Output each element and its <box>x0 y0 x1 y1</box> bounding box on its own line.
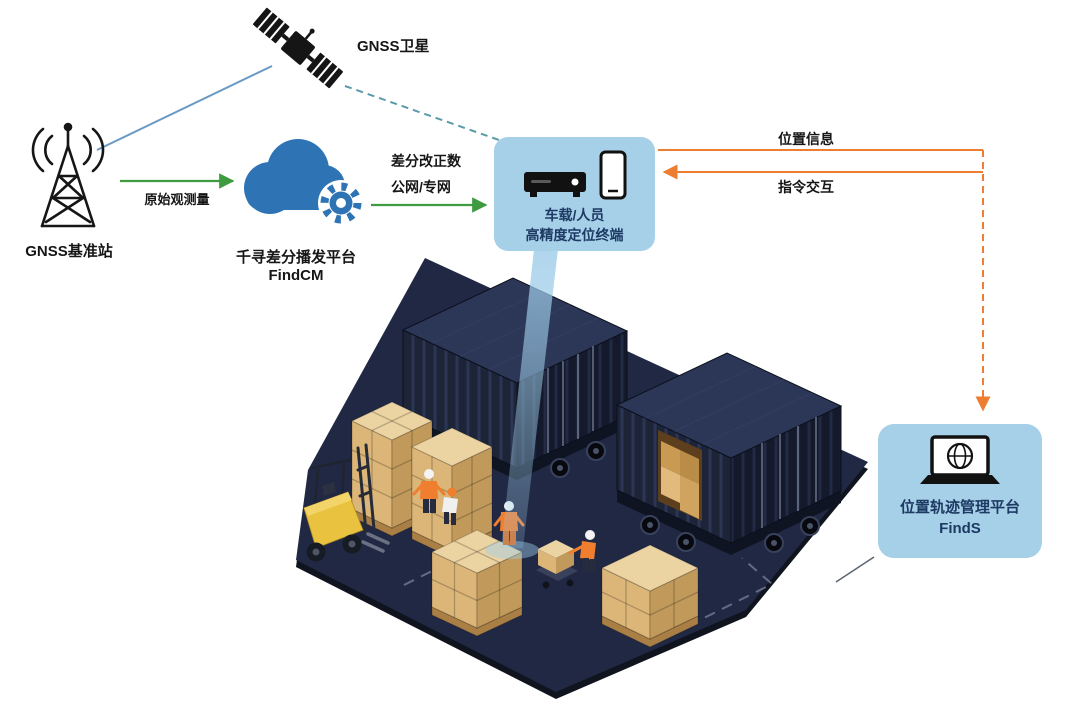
worker-icon-1 <box>412 469 446 513</box>
laptop-globe-icon <box>920 435 1000 484</box>
pallet-jack <box>536 540 578 589</box>
door-lock-rods <box>547 346 594 453</box>
correction-label-line1: 差分改正数 <box>391 153 461 169</box>
pallet-stack-2 <box>410 427 494 559</box>
terminal-label-line2: 高精度定位终端 <box>525 226 624 243</box>
finds-pointer-line <box>835 556 875 583</box>
position-info-flow <box>658 149 991 412</box>
open-door-cargo <box>658 430 702 521</box>
satellite-to-station-link <box>96 65 273 151</box>
pallet-right <box>600 544 700 648</box>
smartphone-icon <box>599 150 626 200</box>
terminal-label-line1: 车载/人员 <box>544 207 605 223</box>
satellite-to-terminal-link <box>344 85 500 141</box>
terminal-panel: 车载/人员 高精度定位终端 <box>494 137 655 251</box>
shipping-container-2 <box>615 352 843 555</box>
management-platform-panel: 位置轨迹管理平台 FindS <box>878 424 1042 558</box>
warehouse-scene <box>296 249 868 699</box>
cloud-platform-product: FindCM <box>268 267 324 284</box>
gear-icon <box>318 180 364 226</box>
positioning-beam <box>501 249 558 548</box>
vehicle-terminal-icon <box>523 172 586 197</box>
platform-name: 位置轨迹管理平台 <box>899 499 1020 516</box>
cloud-icon <box>244 139 364 226</box>
base-station-label: GNSS基准站 <box>25 243 113 260</box>
shipping-container-1 <box>401 277 629 480</box>
trailer-bed <box>617 490 841 555</box>
raw-observation-label: 原始观测量 <box>144 192 210 207</box>
satellite-icon <box>253 7 343 89</box>
pallet-center <box>430 529 524 637</box>
position-info-label: 位置信息 <box>778 131 834 147</box>
beam-floor-glow <box>485 541 539 559</box>
door-lock-rods <box>761 417 817 528</box>
base-station-icon <box>31 122 105 228</box>
satellite-label: GNSS卫星 <box>357 38 430 55</box>
command-label: 指令交互 <box>778 179 834 195</box>
cloud-platform-name: 千寻差分播发平台 <box>235 249 356 266</box>
forklift-icon <box>303 443 390 562</box>
platform-product: FindS <box>939 520 981 537</box>
correction-label-line2: 公网/专网 <box>391 179 451 195</box>
worker-icon-3 <box>568 530 596 572</box>
worker-icon-2 <box>442 487 458 525</box>
